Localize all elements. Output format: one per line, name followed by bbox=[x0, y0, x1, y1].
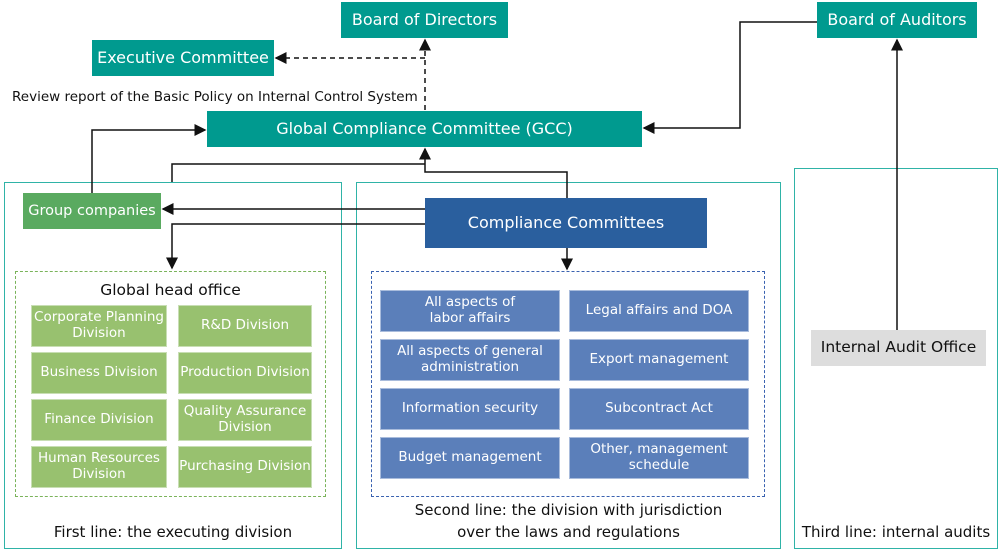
global-head-office-title: Global head office bbox=[100, 281, 241, 299]
second-line-item: Export management bbox=[569, 339, 749, 381]
division-box: R&D Division bbox=[178, 305, 312, 347]
second-line-item: All aspects of general administration bbox=[380, 339, 560, 381]
group-to-gcc-arrow bbox=[91, 124, 207, 193]
second-line-item: Legal affairs and DOA bbox=[569, 290, 749, 332]
review-report-label: Review report of the Basic Policy on Int… bbox=[12, 89, 418, 105]
second-line-item: Budget management bbox=[380, 437, 560, 479]
gcc: Global Compliance Committee (GCC) bbox=[207, 111, 642, 147]
board-of-auditors: Board of Auditors bbox=[817, 2, 977, 38]
third-line-panel bbox=[794, 168, 998, 549]
division-box: Finance Division bbox=[31, 399, 167, 441]
second-line-caption-2: over the laws and regulations bbox=[457, 523, 680, 541]
auditors-to-gcc-arrow bbox=[642, 21, 817, 134]
second-line-item: All aspects of labor affairs bbox=[380, 290, 560, 332]
second-line-item: Other, management schedule bbox=[569, 437, 749, 479]
second-line-frame bbox=[371, 271, 765, 497]
division-box: Purchasing Division bbox=[178, 446, 312, 488]
group-companies: Group companies bbox=[23, 193, 161, 229]
executive-committee: Executive Committee bbox=[92, 40, 274, 76]
second-line-item: Information security bbox=[380, 388, 560, 430]
committees-to-head-office-arrow bbox=[166, 223, 425, 270]
division-box: Human Resources Division bbox=[31, 446, 167, 488]
first-line-panel bbox=[4, 182, 342, 549]
third-line-caption: Third line: internal audits bbox=[801, 523, 991, 541]
second-line-item: Subcontract Act bbox=[569, 388, 749, 430]
second-line-caption-1: Second line: the division with jurisdict… bbox=[414, 501, 723, 519]
internal-audit-office: Internal Audit Office bbox=[811, 330, 986, 366]
division-box: Quality Assurance Division bbox=[178, 399, 312, 441]
first-line-caption: First line: the executing division bbox=[53, 523, 293, 541]
global-head-office-frame bbox=[15, 271, 326, 497]
division-box: Corporate Planning Division bbox=[31, 305, 167, 347]
board-of-directors: Board of Directors bbox=[341, 2, 508, 38]
compliance-committees: Compliance Committees bbox=[425, 198, 707, 248]
second-line-panel bbox=[356, 182, 781, 549]
division-box: Business Division bbox=[31, 352, 167, 394]
division-box: Production Division bbox=[178, 352, 312, 394]
to-gcc-arrow bbox=[419, 147, 568, 198]
